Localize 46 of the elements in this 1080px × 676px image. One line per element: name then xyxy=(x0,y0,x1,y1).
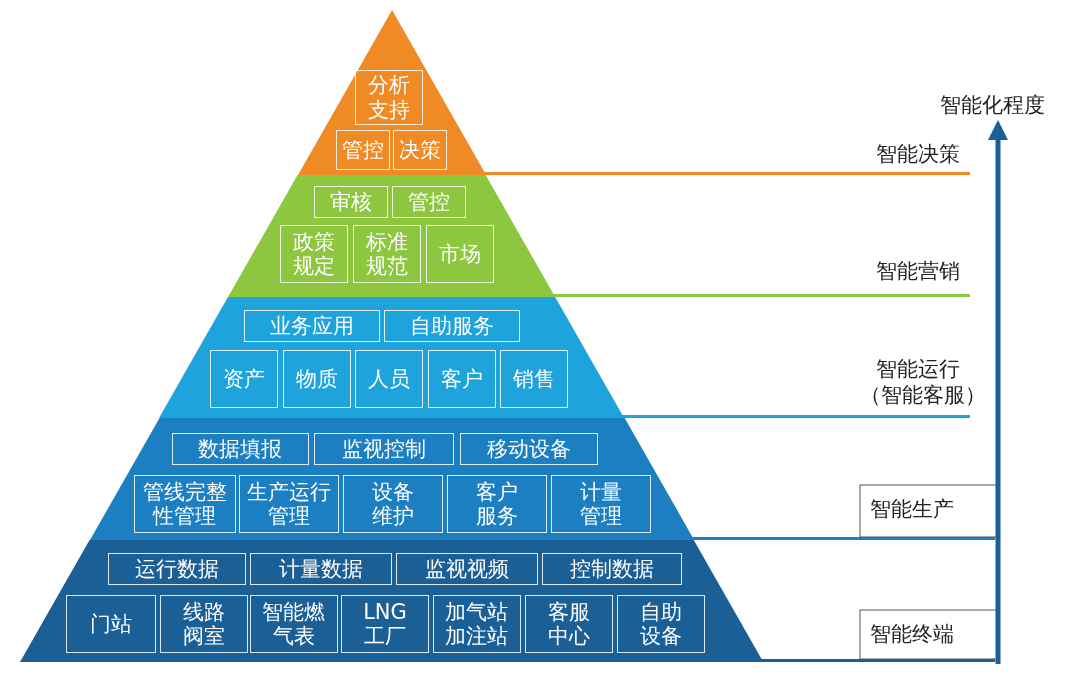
pyramid-layer xyxy=(297,10,487,175)
category-box: 管线完整性管理 xyxy=(134,475,236,533)
pyramid-layer xyxy=(159,297,625,418)
pyramid-layer xyxy=(228,175,556,297)
category-box: 标准规范 xyxy=(353,225,421,283)
category-box: 监视视频 xyxy=(396,553,538,585)
category-box: 物质 xyxy=(283,350,351,408)
category-box: 数据填报 xyxy=(172,433,309,465)
axis-label: 智能化程度 xyxy=(940,93,1045,119)
category-box: 市场 xyxy=(426,225,494,283)
layer-label: 智能生产 xyxy=(870,497,954,523)
category-box: 加气站加注站 xyxy=(433,595,521,653)
layer-label: （智能客服） xyxy=(860,383,986,409)
category-box: 生产运行管理 xyxy=(239,475,339,533)
category-box: 智能燃气表 xyxy=(250,595,338,653)
category-box: 客服中心 xyxy=(525,595,613,653)
category-box: 移动设备 xyxy=(460,433,598,465)
category-box: 资产 xyxy=(210,350,278,408)
pyramid-layer xyxy=(20,540,764,662)
category-box: LNG工厂 xyxy=(341,595,429,653)
layer-label: 智能决策 xyxy=(876,142,960,168)
category-box: 业务应用 xyxy=(244,310,380,342)
pyramid-layer xyxy=(89,418,695,540)
layer-label: 智能运行 xyxy=(876,357,960,383)
category-box: 控制数据 xyxy=(542,553,682,585)
category-box: 计量数据 xyxy=(250,553,392,585)
category-box: 计量管理 xyxy=(551,475,651,533)
category-box: 门站 xyxy=(66,595,156,653)
category-box: 管控 xyxy=(336,130,390,170)
category-box: 客户服务 xyxy=(447,475,547,533)
category-box: 运行数据 xyxy=(108,553,246,585)
category-box: 自助服务 xyxy=(384,310,520,342)
category-box: 客户 xyxy=(428,350,496,408)
layer-label: 智能终端 xyxy=(870,622,954,648)
category-box: 线路阀室 xyxy=(160,595,248,653)
category-box: 自助设备 xyxy=(617,595,705,653)
category-box: 人员 xyxy=(355,350,423,408)
category-box: 设备维护 xyxy=(343,475,443,533)
category-box: 政策规定 xyxy=(280,225,348,283)
category-box: 管控 xyxy=(392,186,466,218)
category-box: 决策 xyxy=(393,130,447,170)
category-box: 监视控制 xyxy=(314,433,454,465)
category-box: 销售 xyxy=(500,350,568,408)
category-box: 审核 xyxy=(314,186,388,218)
category-box: 分析支持 xyxy=(355,70,423,125)
layer-label: 智能营销 xyxy=(876,259,960,285)
